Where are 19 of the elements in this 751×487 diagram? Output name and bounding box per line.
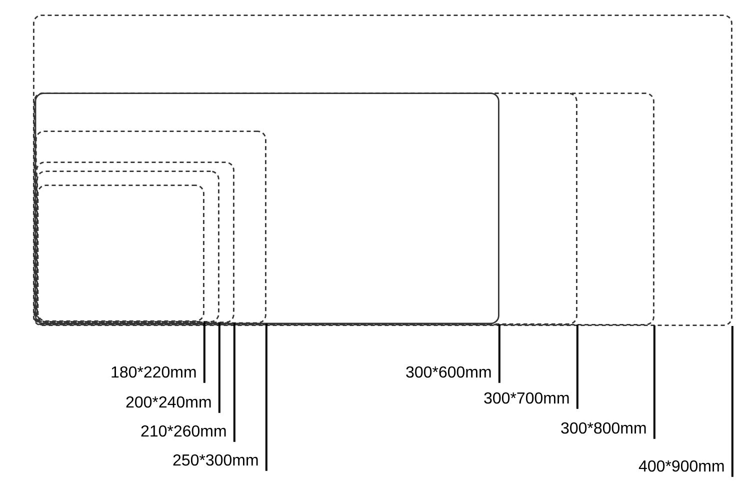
leader-line bbox=[576, 324, 578, 409]
size-label: 210*260mm bbox=[141, 425, 226, 437]
leader-line bbox=[265, 324, 268, 471]
leader-line bbox=[203, 322, 206, 383]
size-label: 400*900mm bbox=[638, 460, 724, 472]
size-outline bbox=[35, 130, 266, 324]
size-label: 180*220mm bbox=[112, 366, 196, 378]
size-label: 200*240mm bbox=[126, 396, 211, 408]
leader-line bbox=[218, 322, 220, 413]
leader-line bbox=[498, 324, 500, 383]
size-label: 300*700mm bbox=[484, 392, 569, 404]
size-outline bbox=[37, 184, 204, 322]
size-outline bbox=[33, 14, 732, 326]
size-label: 250*300mm bbox=[173, 454, 258, 466]
size-label: 300*800mm bbox=[561, 422, 646, 434]
leader-line bbox=[731, 326, 734, 477]
leader-line bbox=[653, 325, 656, 439]
leader-line bbox=[233, 323, 236, 442]
size-label: 300*600mm bbox=[406, 366, 491, 378]
